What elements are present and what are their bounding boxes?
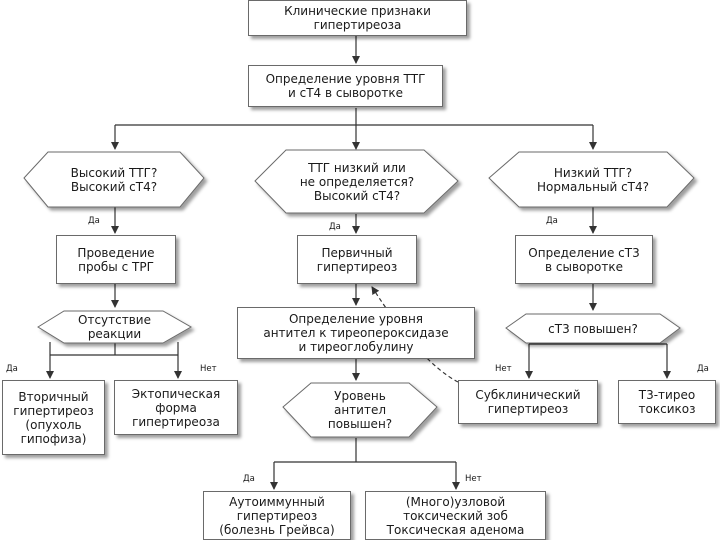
node-tsh-ft4-test: Определение уровня ТТГ и сТ4 в сыворотке: [248, 65, 443, 107]
label-no-d6: Нет: [465, 474, 482, 484]
node-clinical-signs: Клинические признаки гипертиреоза: [248, 0, 467, 36]
node-graves-disease: Аутоиммунный гипертиреоз (болезнь Грейвс…: [203, 491, 351, 540]
label-yes-d6: Да: [243, 474, 255, 484]
node-trh-test: Проведение пробы с ТРГ: [56, 235, 176, 284]
decision-high-tsh-high-ft4: Высокий ТТГ? Высокий сТ4?: [70, 165, 158, 194]
node-ft3-test: Определение сТ3 в сыворотке: [515, 235, 653, 284]
label-no-d5: Нет: [495, 364, 512, 374]
label-yes-d1: Да: [88, 216, 100, 226]
decision-antibodies-elevated: Уровень антител повышен?: [327, 389, 393, 431]
decision-low-tsh-normal-ft4: Низкий ТТГ? Нормальный сТ4?: [537, 165, 649, 194]
decision-ft3-elevated: сТ3 повышен?: [548, 321, 638, 336]
label-yes-d5: Да: [697, 364, 709, 374]
node-antibody-test: Определение уровня антител к тиреоперокс…: [237, 307, 475, 359]
decision-no-response: Отсутствие реакции: [78, 313, 151, 341]
node-subclinical-hyperthyroidism: Субклинический гипертиреоз: [458, 380, 598, 424]
decision-d2-shape: [254, 149, 459, 214]
node-primary-hyperthyroidism: Первичный гипертиреоз: [297, 235, 417, 284]
decision-d1-shape: [23, 151, 205, 208]
decision-d3-shape: [488, 151, 695, 208]
decision-d5-shape: [505, 313, 681, 344]
label-yes-d3: Да: [546, 216, 558, 226]
decision-low-tsh-high-ft4: ТТГ низкий или не определяется? Высокий …: [299, 160, 415, 203]
decision-d4-shape: [37, 310, 193, 344]
label-no-d4: Нет: [200, 364, 217, 374]
node-t3-thyrotoxicosis: Т3-тирео токсикоз: [618, 380, 716, 424]
label-yes-d4: Да: [6, 364, 18, 374]
label-yes-d2: Да: [329, 222, 341, 232]
node-secondary-hyperthyroidism: Вторичный гипертиреоз (опухоль гипофиза): [2, 380, 105, 455]
node-toxic-nodular-goiter: (Много)узловой токсический зоб Токсическ…: [365, 491, 546, 540]
decision-d6-shape: [282, 382, 438, 438]
node-ectopic-hyperthyroidism: Эктопическая форма гипертиреоза: [114, 380, 238, 435]
